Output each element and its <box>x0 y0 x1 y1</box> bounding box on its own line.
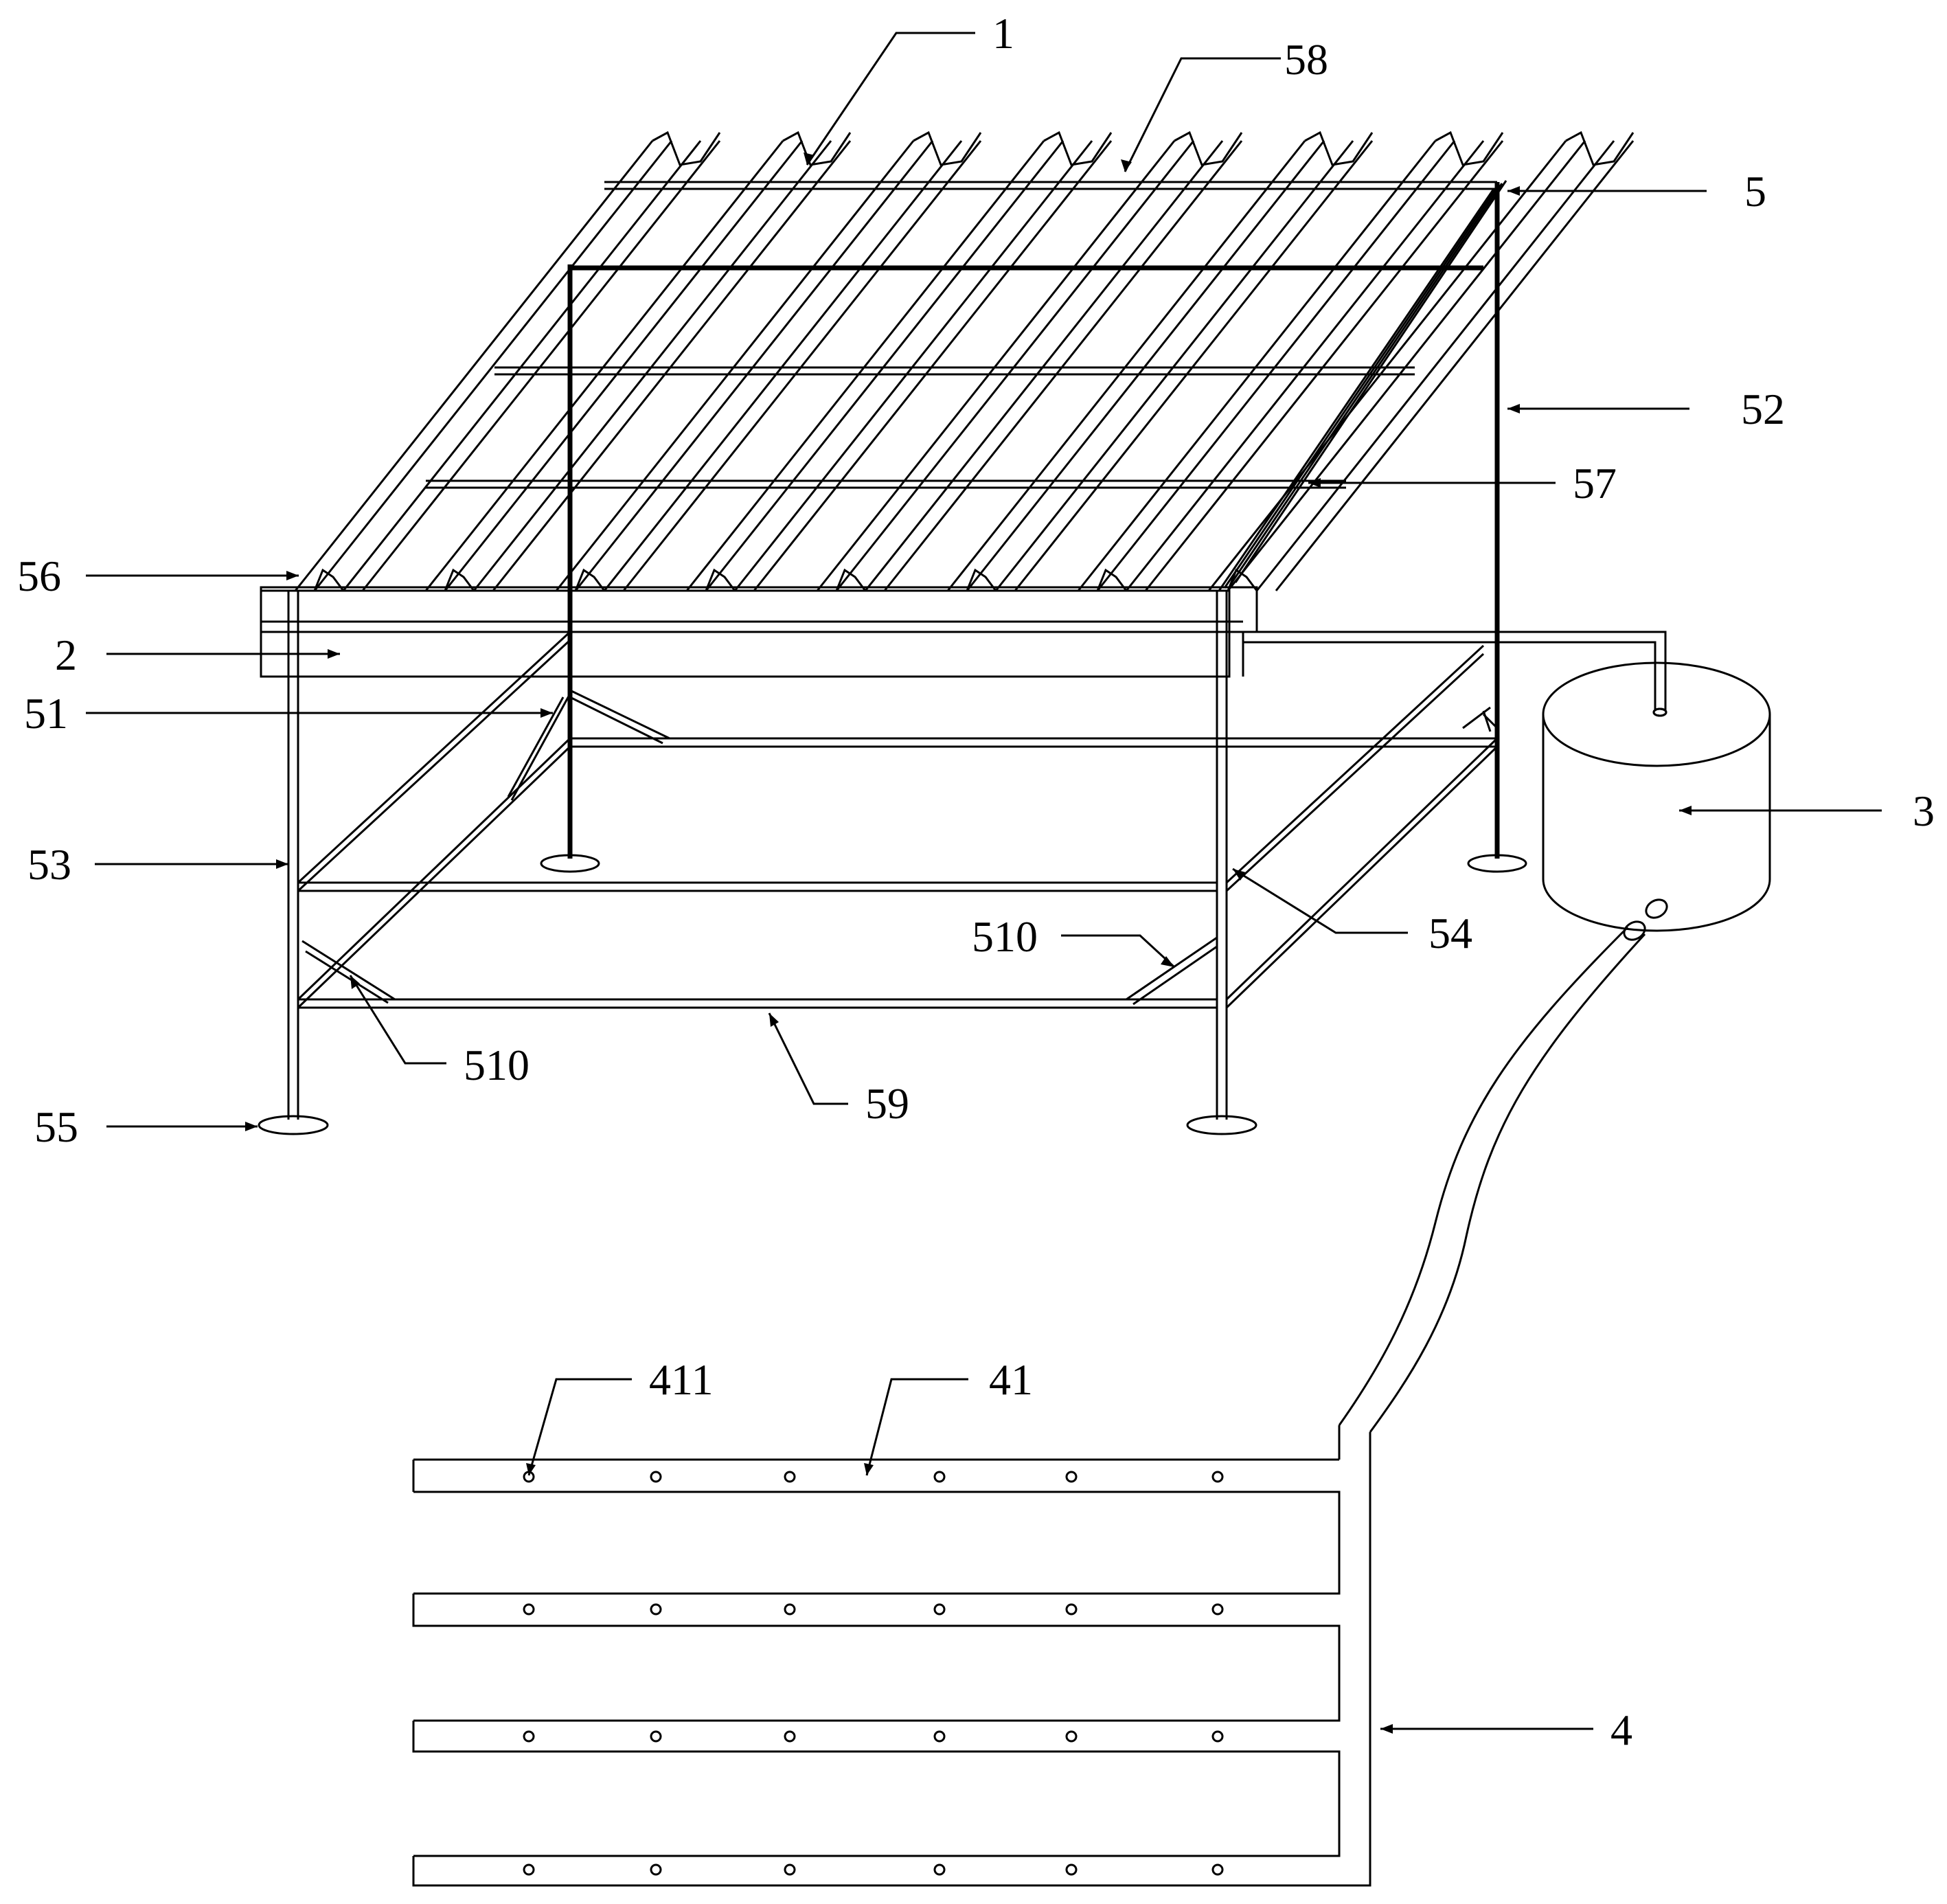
label-3: 3 <box>1913 786 1935 835</box>
supply-hose <box>1338 898 1668 1875</box>
label-52: 52 <box>1741 385 1785 433</box>
nozzle <box>1065 1863 1078 1876</box>
panel-ridge <box>946 131 1374 591</box>
nozzle <box>1065 1603 1078 1616</box>
nozzle <box>1211 1471 1224 1483</box>
nozzle <box>784 1471 796 1483</box>
nozzle <box>1211 1603 1224 1616</box>
corrugated-panels <box>294 131 1635 591</box>
label-411: 411 <box>649 1355 714 1404</box>
nozzle <box>933 1863 946 1876</box>
panel-ridge <box>294 131 721 591</box>
panel-ridge <box>424 131 852 591</box>
panel-ridge <box>816 131 1243 591</box>
label-1: 1 <box>992 9 1014 58</box>
nozzle <box>523 1603 535 1616</box>
panel-edge <box>1234 180 1507 583</box>
label-53: 53 <box>27 840 71 889</box>
nozzle <box>650 1863 662 1876</box>
label-55: 55 <box>34 1102 78 1151</box>
label-4: 4 <box>1610 1705 1632 1754</box>
label-5: 5 <box>1744 167 1766 216</box>
nozzle <box>1065 1730 1078 1743</box>
label-59: 59 <box>865 1079 909 1128</box>
nozzle <box>1211 1730 1224 1743</box>
nozzle <box>933 1603 946 1616</box>
nozzle <box>784 1863 796 1876</box>
nozzle <box>523 1730 535 1743</box>
collection-trough <box>260 586 1667 717</box>
panel-ridge <box>1207 131 1635 591</box>
label-2: 2 <box>55 631 77 679</box>
nozzle <box>1211 1863 1224 1876</box>
water-tank <box>1542 642 1771 932</box>
irrigation-manifold <box>412 1458 1371 1887</box>
nozzle <box>523 1863 535 1876</box>
nozzle <box>650 1471 662 1483</box>
panel-edge <box>1218 188 1495 591</box>
label-51: 51 <box>24 689 68 738</box>
label-57: 57 <box>1573 459 1617 508</box>
foot-rear-right <box>1467 854 1527 873</box>
foot-front-left <box>258 1115 329 1135</box>
panel-ridge <box>555 131 982 591</box>
reference-labels: 1 58 5 52 57 56 2 51 3 53 54 510 510 59 … <box>17 9 1935 1754</box>
foot-front-right <box>1186 1115 1257 1135</box>
label-41: 41 <box>989 1355 1033 1404</box>
foot-rear-left <box>540 854 600 873</box>
nozzle <box>784 1730 796 1743</box>
leader-lines <box>86 32 1882 1734</box>
panel-ridge <box>685 131 1113 591</box>
nozzle <box>933 1471 946 1483</box>
panel-edge <box>1229 183 1503 586</box>
label-510-right: 510 <box>972 912 1038 961</box>
label-56: 56 <box>17 552 61 600</box>
nozzle <box>784 1603 796 1616</box>
panel-ridge <box>1077 131 1504 591</box>
nozzle <box>1065 1471 1078 1483</box>
panel-edge <box>1223 185 1499 589</box>
label-54: 54 <box>1428 909 1472 957</box>
nozzle <box>933 1730 946 1743</box>
nozzle <box>650 1730 662 1743</box>
support-frame <box>258 181 1527 1135</box>
label-510-left: 510 <box>464 1041 530 1089</box>
nozzle <box>650 1603 662 1616</box>
nozzle-group <box>523 1471 1224 1876</box>
label-58: 58 <box>1284 35 1328 84</box>
